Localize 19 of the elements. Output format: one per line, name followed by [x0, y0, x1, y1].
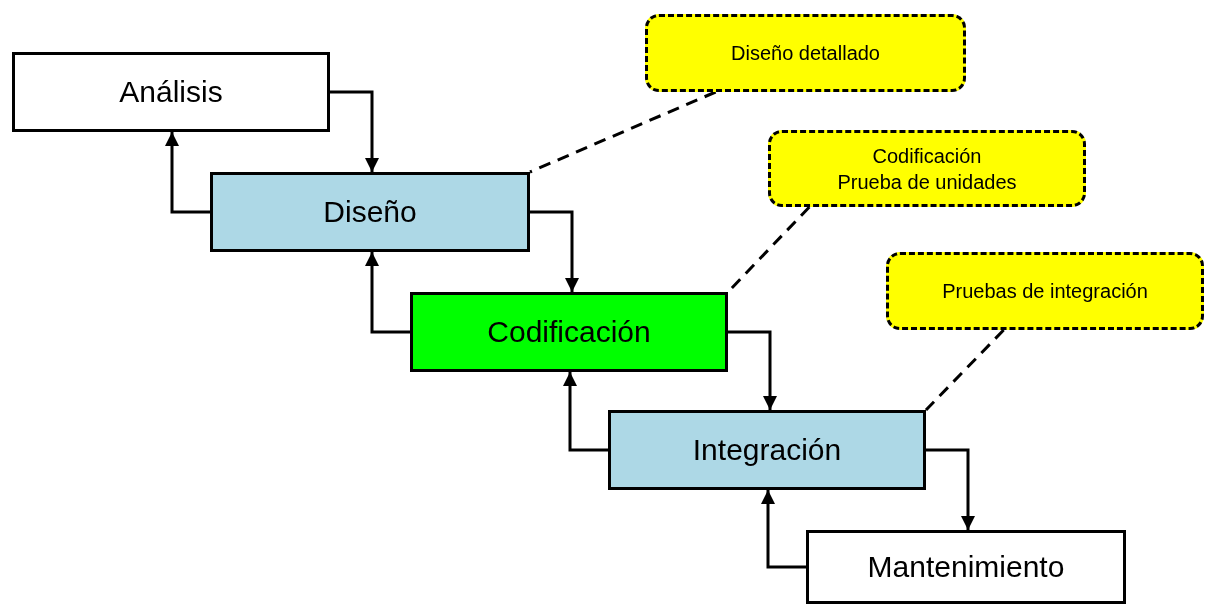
callout-text: Diseño detallado	[731, 41, 880, 66]
process-label: Análisis	[119, 75, 223, 109]
process-box	[806, 530, 1126, 604]
callout-box	[886, 252, 1204, 330]
callout-box	[768, 130, 1086, 207]
leader-line	[924, 328, 1005, 412]
process-box	[410, 292, 728, 372]
process-label: Codificación	[487, 315, 651, 349]
process-box	[12, 52, 330, 132]
callout-text: Pruebas de integración	[942, 279, 1148, 304]
process-label: Diseño	[323, 195, 417, 229]
callout-box	[645, 14, 966, 92]
process-label: Mantenimiento	[867, 550, 1065, 584]
process-box	[608, 410, 926, 490]
process-label: Integración	[692, 433, 842, 467]
callout-text: Codificación	[872, 143, 982, 169]
process-box	[210, 172, 530, 252]
callout-text: Prueba de unidades	[837, 169, 1017, 195]
leader-line	[529, 90, 717, 174]
